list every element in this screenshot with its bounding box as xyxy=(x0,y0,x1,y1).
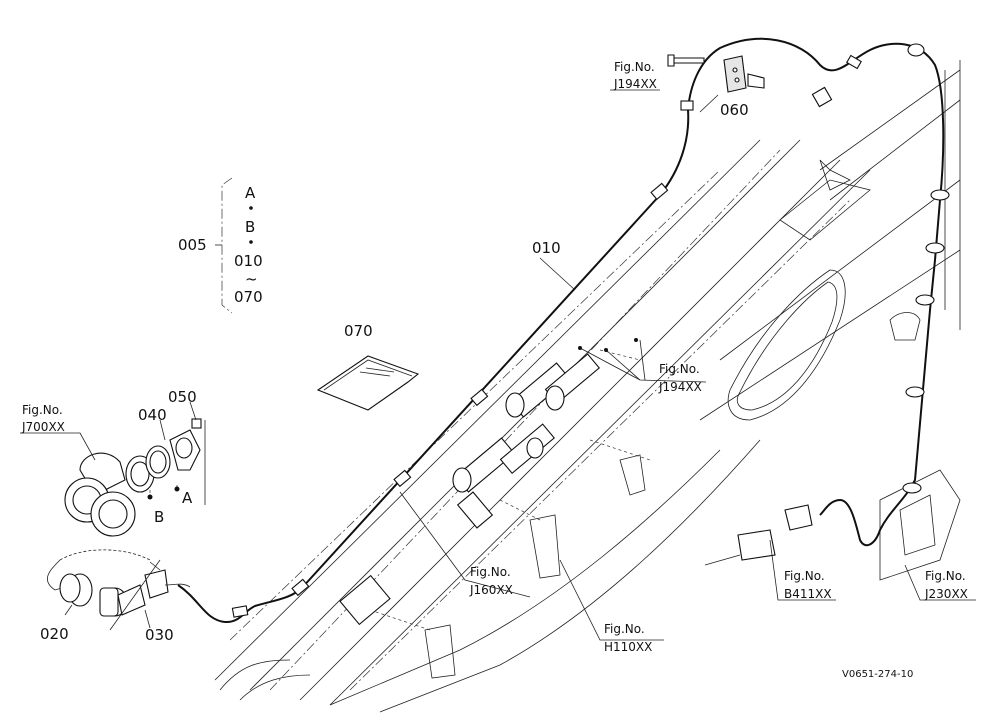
label-group-tilde: ~ xyxy=(245,270,258,288)
label-group-070: 070 xyxy=(234,288,263,306)
wire-clamps xyxy=(231,43,950,618)
part-040-050-coupler xyxy=(64,418,206,537)
wire-harness-010 xyxy=(177,37,945,624)
figref-j194-mid-head: Fig.No. xyxy=(659,362,700,376)
part-060-bracket xyxy=(667,54,765,93)
figref-j160-head: Fig.No. xyxy=(470,565,511,579)
figref-h110-head: Fig.No. xyxy=(604,622,645,636)
group-bracket-005 xyxy=(215,177,253,314)
figref-j194-mid-code: J194XX xyxy=(658,380,702,394)
label-070: 070 xyxy=(344,322,373,340)
mark-b: B xyxy=(154,508,164,526)
label-010: 010 xyxy=(532,239,561,257)
figref-j160-code: J160XX xyxy=(469,583,513,597)
figref-b411-head: Fig.No. xyxy=(784,569,825,583)
label-005: 005 xyxy=(178,236,207,254)
hose-couplings xyxy=(339,353,601,626)
label-060: 060 xyxy=(720,101,749,119)
diagram-code: V0651-274-10 xyxy=(842,669,913,680)
part-070-manual xyxy=(316,355,420,411)
machine-structure xyxy=(214,60,961,713)
part-020-030-caps xyxy=(46,549,191,617)
figref-j194-top-head: Fig.No. xyxy=(614,60,655,74)
label-group-b: B xyxy=(245,218,255,236)
figref-j230-code: J230XX xyxy=(924,587,968,601)
figref-b411-code: B411XX xyxy=(784,587,832,601)
label-040: 040 xyxy=(138,406,167,424)
label-group-a: A xyxy=(245,184,256,202)
mark-a: A xyxy=(182,489,193,507)
label-020: 020 xyxy=(40,625,69,643)
leader-lines xyxy=(20,89,976,641)
label-group-010: 010 xyxy=(234,252,263,270)
connectors-bottom-right xyxy=(704,504,813,566)
figref-j700-head: Fig.No. xyxy=(22,403,63,417)
figref-h110-code: H110XX xyxy=(604,640,652,654)
label-030: 030 xyxy=(145,626,174,644)
figref-j230-head: Fig.No. xyxy=(925,569,966,583)
label-050: 050 xyxy=(168,388,197,406)
figref-j194-top-code: J194XX xyxy=(613,77,657,91)
callout-labels: 005 A B 010 ~ 070 010 060 070 040 050 02… xyxy=(21,60,968,680)
figref-j700-code: J700XX xyxy=(21,420,65,434)
